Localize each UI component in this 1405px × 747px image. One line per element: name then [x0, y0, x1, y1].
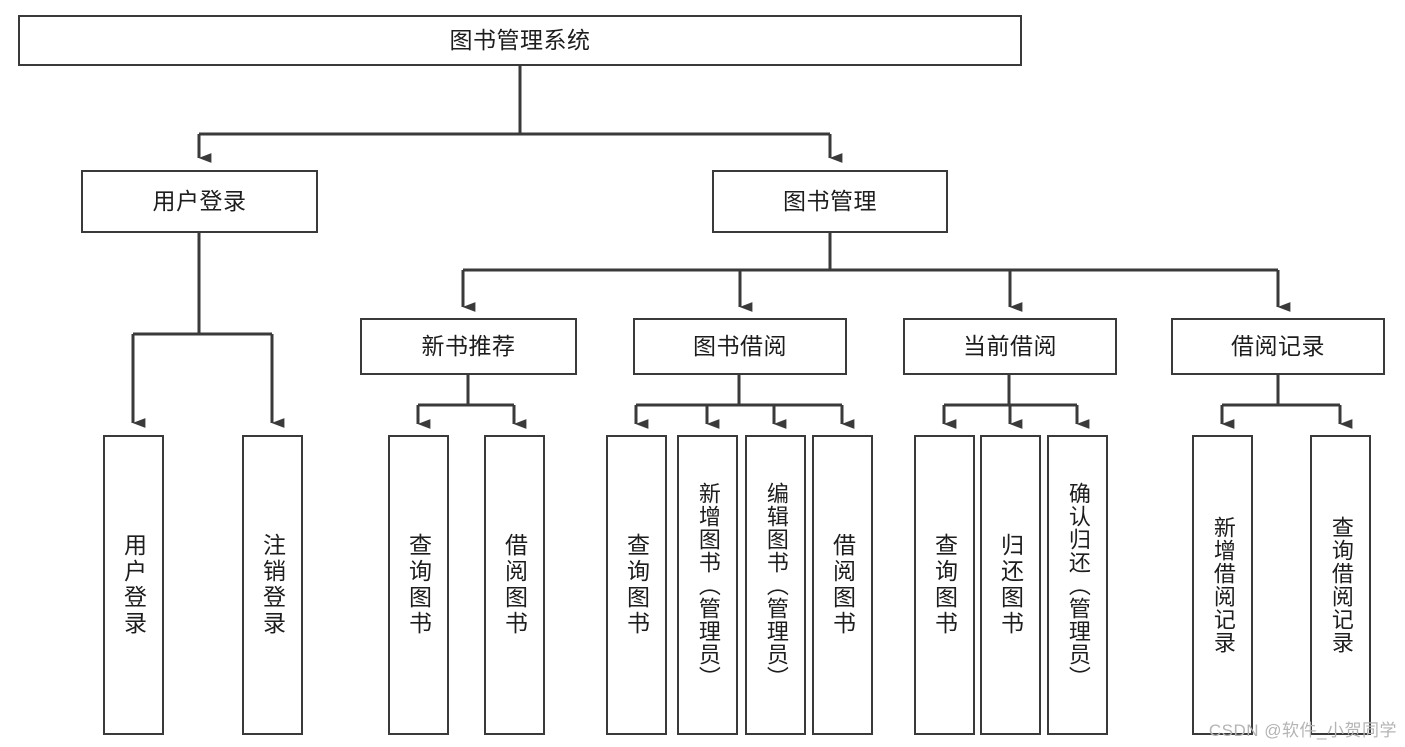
leaf-query-book-recommend[interactable]: 查询图书: [388, 435, 449, 735]
node-current-borrow[interactable]: 当前借阅: [903, 318, 1117, 375]
leaf-edit-book-admin[interactable]: 编辑图书（管理员）: [745, 435, 806, 735]
leaf-logout-login[interactable]: 注销登录: [242, 435, 303, 735]
leaf-borrow-book-recommend[interactable]: 借阅图书: [484, 435, 545, 735]
leaf-add-book-admin[interactable]: 新增图书（管理员）: [677, 435, 738, 735]
leaf-borrow-book[interactable]: 借阅图书: [812, 435, 873, 735]
node-user-login[interactable]: 用户登录: [81, 170, 318, 233]
leaf-query-book-borrow[interactable]: 查询图书: [606, 435, 667, 735]
node-new-book-recommendation[interactable]: 新书推荐: [360, 318, 577, 375]
node-root-book-management-system[interactable]: 图书管理系统: [18, 15, 1022, 66]
leaf-query-borrow-record[interactable]: 查询借阅记录: [1310, 435, 1371, 735]
node-book-borrow[interactable]: 图书借阅: [633, 318, 847, 375]
node-borrow-record[interactable]: 借阅记录: [1171, 318, 1385, 375]
leaf-add-borrow-record[interactable]: 新增借阅记录: [1192, 435, 1253, 735]
watermark-text: CSDN @软件_小贺同学: [1208, 721, 1397, 740]
leaf-return-book[interactable]: 归还图书: [980, 435, 1041, 735]
leaf-confirm-return-admin[interactable]: 确认归还（管理员）: [1047, 435, 1108, 735]
leaf-user-login[interactable]: 用户登录: [103, 435, 164, 735]
leaf-query-book-current[interactable]: 查询图书: [914, 435, 975, 735]
node-book-management[interactable]: 图书管理: [712, 170, 948, 233]
